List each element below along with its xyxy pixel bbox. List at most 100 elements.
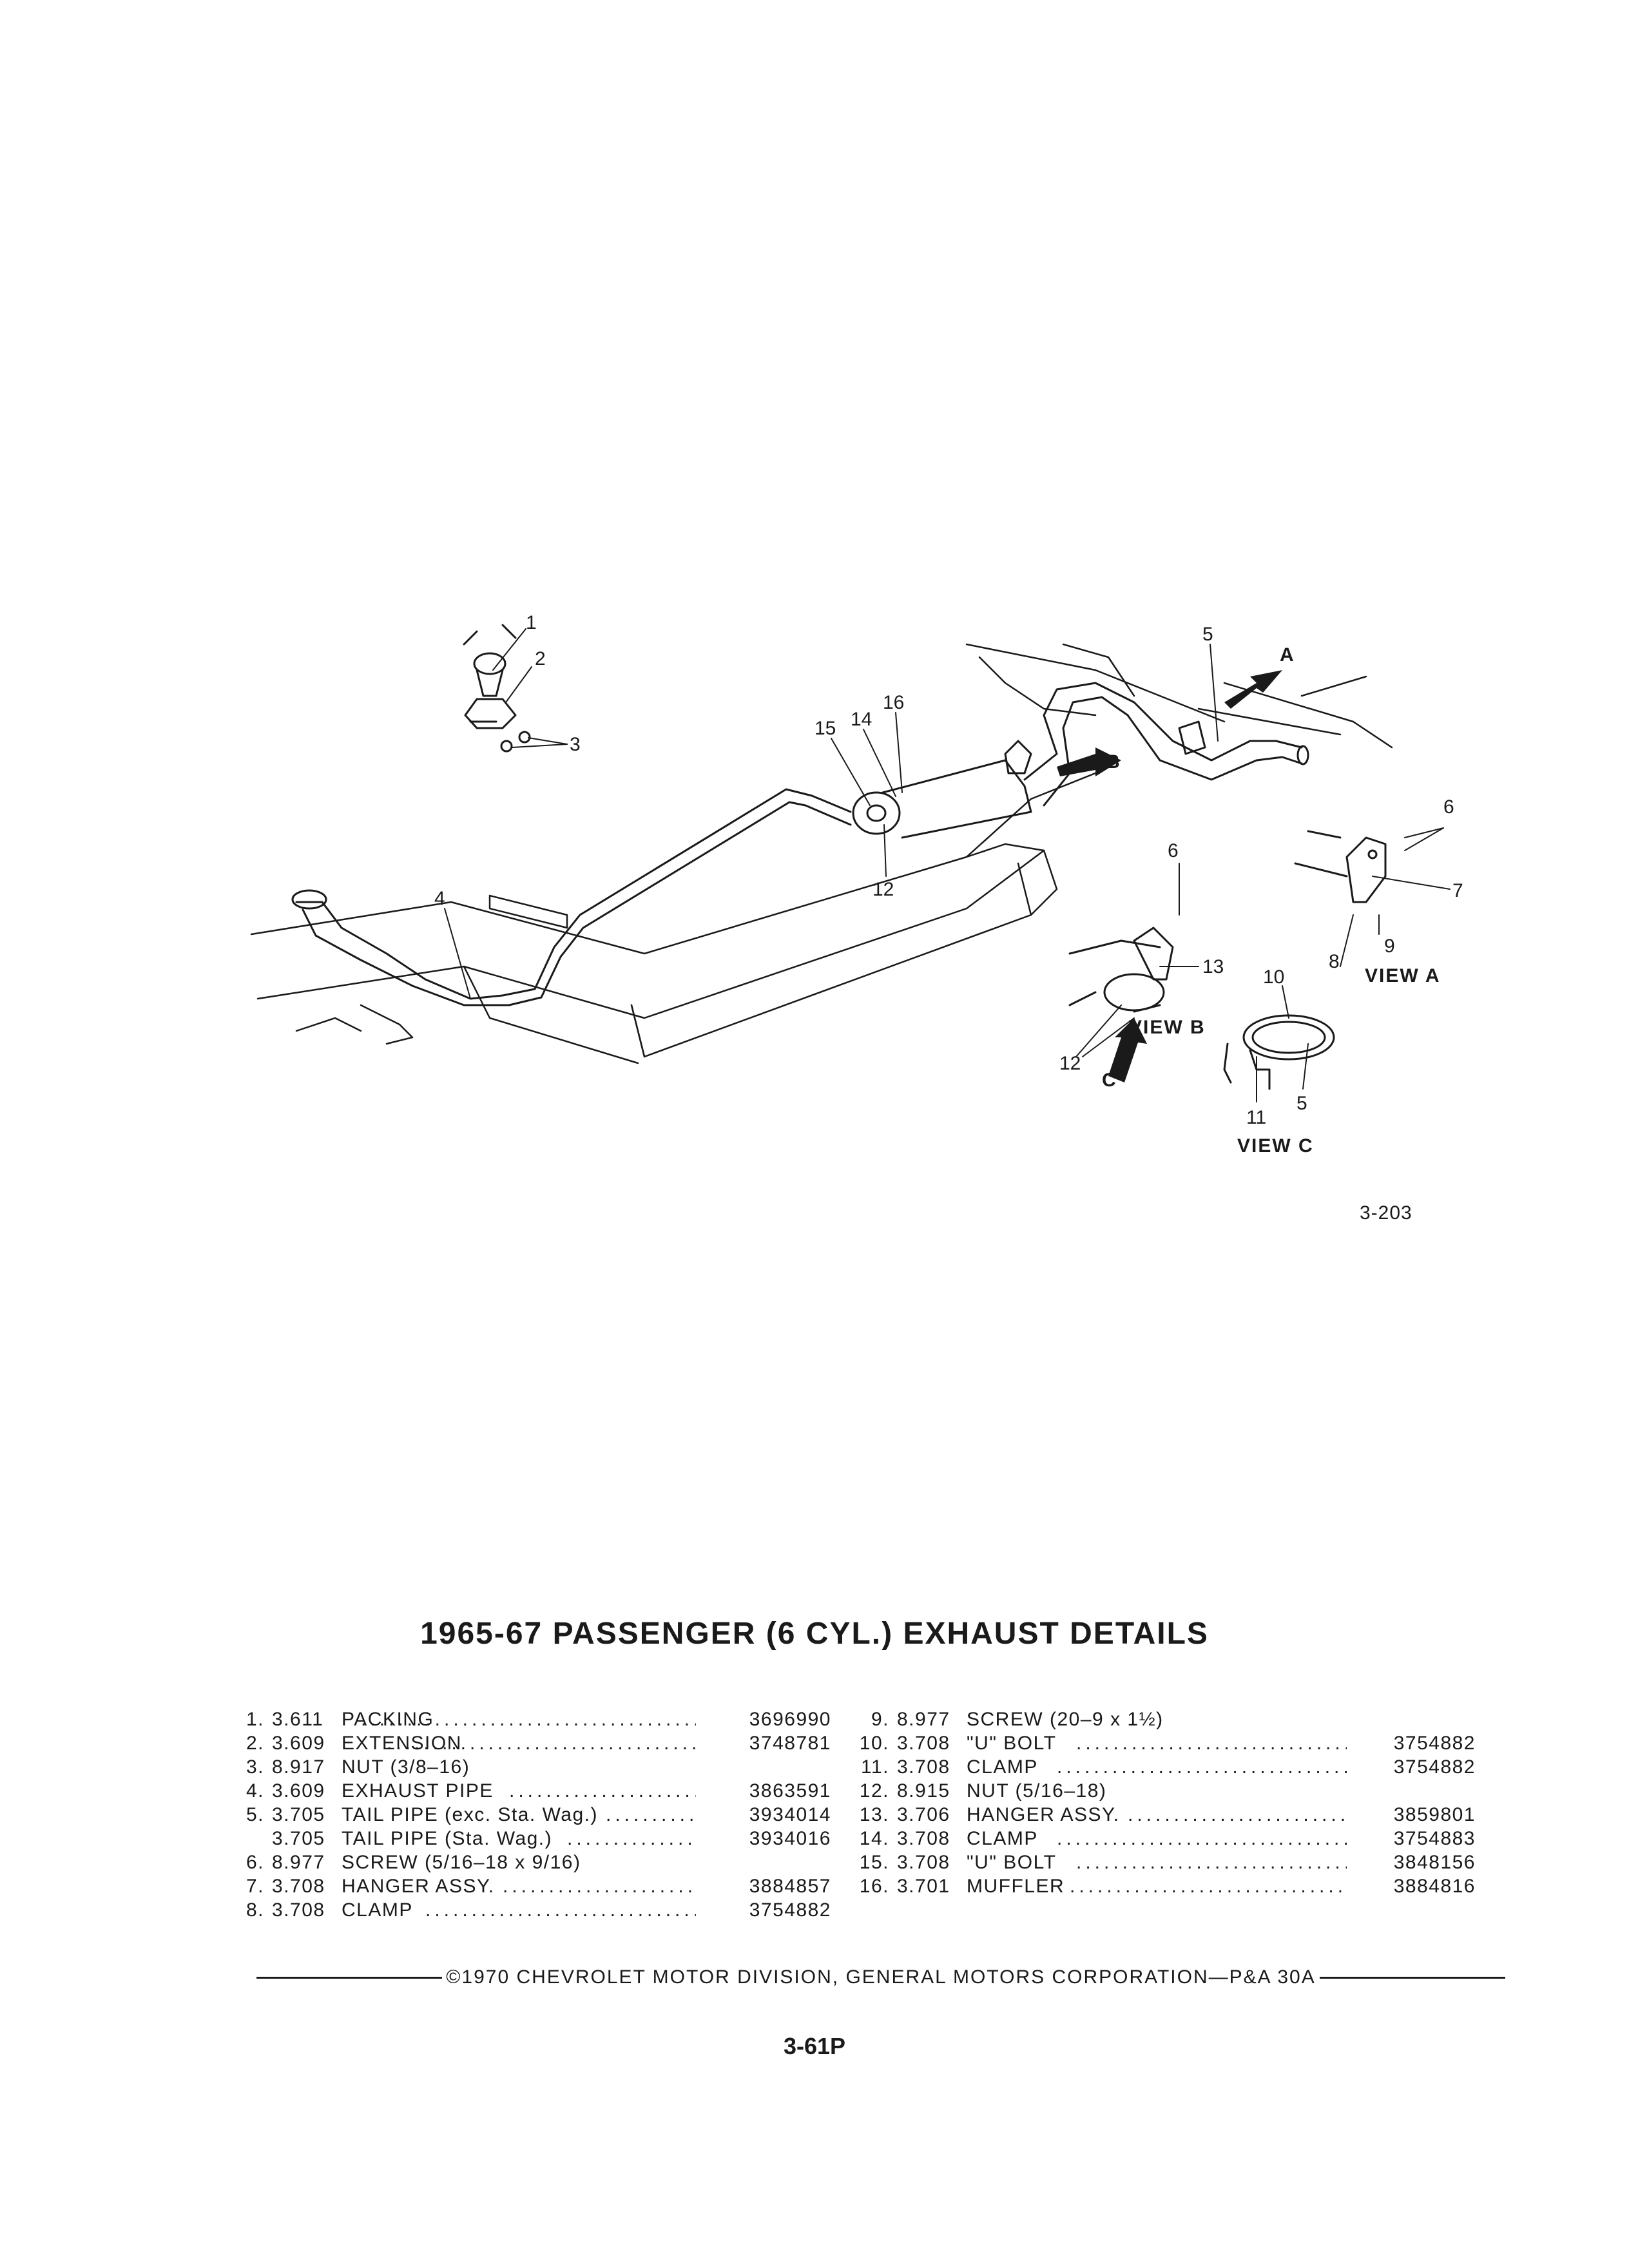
callout-14: 14 [851,709,872,730]
leader-dots: ........................................… [387,1733,696,1754]
group-code: 3.708 [272,1899,325,1921]
leader-dots: ........................................… [606,1804,696,1825]
part-number: 3863591 [749,1780,831,1802]
arrow-letter-a: A [1280,644,1295,666]
item-number: 15. [859,1852,889,1873]
part-description: "U" BOLT [967,1852,1057,1873]
view-b-arrow [1057,747,1121,776]
leader-dots: ........................................… [1076,1852,1347,1873]
part-description: CLAMP [967,1756,1038,1778]
part-description: HANGER ASSY. [342,1876,495,1897]
part-number: 3754882 [1393,1733,1476,1754]
page-title: 1965-67 PASSENGER (6 CYL.) EXHAUST DETAI… [420,1617,1209,1651]
callout-3: 3 [570,734,581,755]
part-description: SCREW (5/16–18 x 9/16) [342,1852,581,1873]
part-description: PACKING [342,1709,434,1730]
leader-dots: ........................................… [1076,1733,1347,1754]
callout-10: 10 [1263,966,1284,988]
callout-9: 9 [1384,936,1395,957]
callout-6-view-a: 6 [1443,796,1454,818]
parts-row: 3. 8.917 NUT (3/8–16) [232,1756,831,1780]
group-code: 8.915 [897,1780,950,1802]
callout-13: 13 [1202,956,1224,977]
callout-5: 5 [1202,624,1213,645]
leader-dots: ........................................… [1128,1804,1347,1825]
callout-6: 6 [1168,840,1179,861]
parts-list-left: 1. 3.611 PACKING .......................… [232,1709,831,1923]
part-description: EXHAUST PIPE [342,1780,494,1802]
group-code: 3.609 [272,1780,325,1802]
leader-dots: ........................................… [1070,1876,1347,1897]
part-number: 3754882 [1393,1756,1476,1778]
part-number: 3754883 [1393,1828,1476,1849]
item-number: 8. [246,1899,264,1921]
group-code: 3.609 [272,1733,325,1754]
figure-number: 3-203 [1360,1202,1412,1224]
part-description: MUFFLER [967,1876,1065,1897]
group-code: 3.708 [897,1828,950,1849]
item-number: 16. [859,1876,889,1897]
part-number: 3884857 [749,1876,831,1897]
leader-dots: ........................................… [361,1709,696,1730]
part-number: 3934016 [749,1828,831,1849]
group-code: 3.708 [897,1733,950,1754]
item-number: 12. [859,1780,889,1802]
item-number: 7. [246,1876,264,1897]
callout-16: 16 [883,692,904,713]
page-number: 3-61P [783,2033,846,2059]
parts-row: 8. 3.708 CLAMP .........................… [232,1899,831,1923]
part-description: SCREW (20–9 x 1½) [967,1709,1164,1730]
leader-dots: ........................................… [1057,1828,1347,1849]
callout-2: 2 [535,648,546,669]
parts-row: 16. 3.701 MUFFLER ......................… [857,1876,1476,1899]
part-number: 3859801 [1393,1804,1476,1825]
item-number: 13. [859,1804,889,1825]
part-number: 3696990 [749,1709,831,1730]
group-code: 8.977 [897,1709,950,1730]
item-number: 11. [861,1756,889,1778]
view-c-label: VIEW C [1237,1135,1314,1157]
parts-row: 5. 3.705 TAIL PIPE (exc. Sta. Wag.) ....… [232,1804,831,1828]
callout-15: 15 [815,718,836,739]
group-code: 3.708 [897,1756,950,1778]
parts-row: 3.705 TAIL PIPE (Sta. Wag.) ............… [232,1828,831,1852]
hanger-drawing [1004,720,1206,774]
callout-1: 1 [526,612,537,633]
copyright-text: ©1970 CHEVROLET MOTOR DIVISION, GENERAL … [446,1966,1316,1988]
view-a-arrow [1224,670,1282,709]
part-description: CLAMP [342,1899,413,1921]
item-number: 6. [246,1852,264,1873]
parts-row: 13. 3.706 HANGER ASSY. .................… [857,1804,1476,1828]
parts-row: 2. 3.609 EXTENSION .....................… [232,1733,831,1756]
parts-row: 1. 3.611 PACKING .......................… [232,1709,831,1733]
parts-row: 14. 3.708 CLAMP ........................… [857,1828,1476,1852]
leader-dots: ........................................… [509,1780,696,1802]
tail-pipe-drawing [1023,682,1309,807]
group-code: 3.705 [272,1804,325,1825]
view-a-drawing [1294,830,1387,903]
part-number: 3848156 [1393,1852,1476,1873]
item-number: 14. [859,1828,889,1849]
callout-5-view-c: 5 [1296,1093,1307,1114]
footer-rule-left [256,1976,443,1979]
group-code: 8.917 [272,1756,325,1778]
item-number: 2. [246,1733,264,1754]
parts-row: 4. 3.609 EXHAUST PIPE ..................… [232,1780,831,1804]
part-description: EXTENSION [342,1733,462,1754]
parts-row: 9. 8.977 SCREW (20–9 x 1½) [857,1709,1476,1733]
item-number: 4. [246,1780,264,1802]
leader-dots: ........................................… [425,1899,696,1921]
part-number: 3754882 [749,1899,831,1921]
view-a-label: VIEW A [1365,965,1441,986]
callout-12: 12 [872,879,894,900]
part-description: HANGER ASSY. [967,1804,1120,1825]
arrow-letter-c: C [1102,1070,1117,1091]
group-code: 8.977 [272,1852,325,1873]
part-description: NUT (5/16–18) [967,1780,1107,1802]
item-number: 1. [246,1709,264,1730]
part-description: TAIL PIPE (exc. Sta. Wag.) [342,1804,598,1825]
parts-row: 6. 8.977 SCREW (5/16–18 x 9/16) [232,1852,831,1876]
part-description: NUT (3/8–16) [342,1756,470,1778]
callout-8: 8 [1329,951,1340,972]
